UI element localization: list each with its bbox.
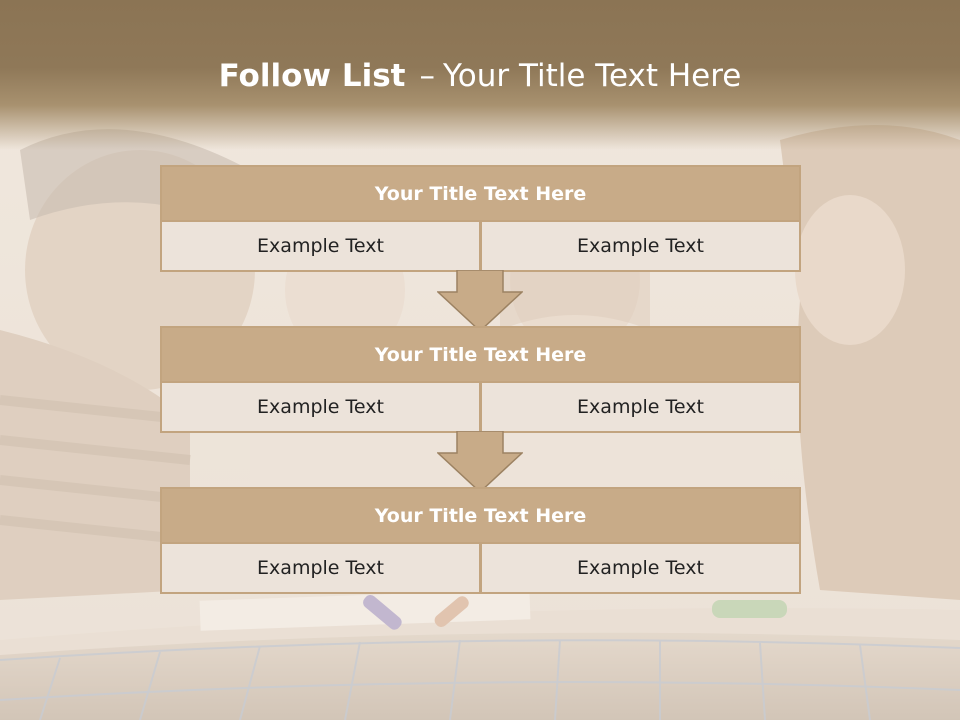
step-box-3: Your Title Text Here Example Text Exampl… bbox=[160, 487, 801, 594]
step-title: Your Title Text Here bbox=[162, 489, 799, 544]
step-title: Your Title Text Here bbox=[162, 328, 799, 383]
step-left-text: Example Text bbox=[162, 544, 479, 592]
slide-title-bold: Follow List bbox=[218, 58, 406, 94]
slide-title: Follow List–Your Title Text Here bbox=[0, 52, 960, 100]
step-box-1: Your Title Text Here Example Text Exampl… bbox=[160, 165, 801, 272]
header-band bbox=[0, 0, 960, 150]
step-right-text: Example Text bbox=[482, 222, 799, 270]
step-title: Your Title Text Here bbox=[162, 167, 799, 222]
step-left-text: Example Text bbox=[162, 222, 479, 270]
slide-title-rest: Your Title Text Here bbox=[442, 58, 742, 94]
slide-title-separator: – bbox=[419, 58, 435, 94]
step-box-2: Your Title Text Here Example Text Exampl… bbox=[160, 326, 801, 433]
step-right-text: Example Text bbox=[482, 383, 799, 431]
down-arrow-icon bbox=[437, 270, 523, 332]
step-right-text: Example Text bbox=[482, 544, 799, 592]
step-left-text: Example Text bbox=[162, 383, 479, 431]
down-arrow-icon bbox=[437, 431, 523, 493]
